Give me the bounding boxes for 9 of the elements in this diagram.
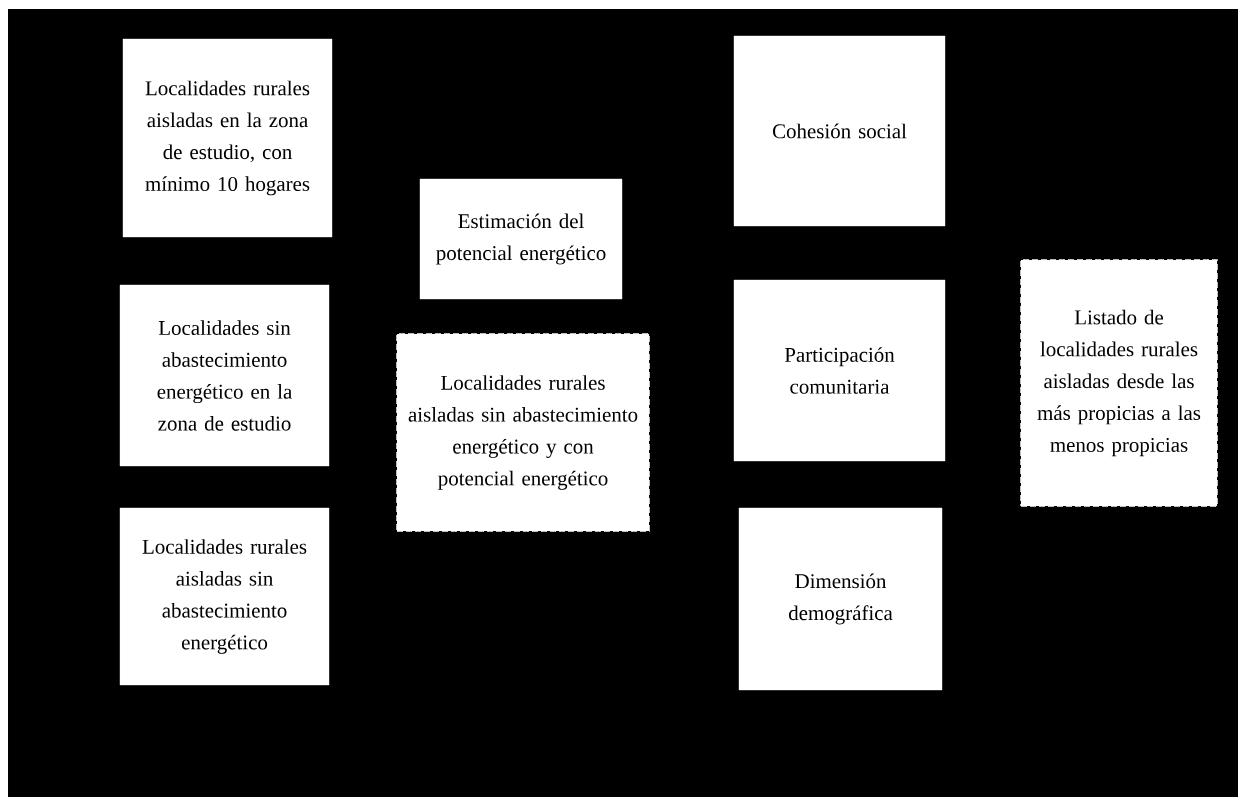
text-box: Localidades sin abastecimiento energético en la zona de estudio	[119, 284, 330, 467]
text-box: Estimación del potencial energético	[419, 178, 623, 300]
text-box: Localidades rurales aisladas en la zona de estudio, con mínimo 10 hogares	[122, 38, 333, 238]
text-box: Dimensión demográfica	[738, 507, 943, 691]
text-box: Localidades rurales aisladas sin abastecimiento energético	[119, 507, 330, 686]
dashed-box: Localidades rurales aisladas sin abastecimiento energético y con potencial energético	[396, 333, 650, 532]
text-box: Participación comunitaria	[733, 279, 946, 462]
text-box: Cohesión social	[733, 35, 946, 227]
dashed-box: Listado de localidades rurales aisladas desde las más propicias a las menos propicias	[1020, 259, 1218, 507]
